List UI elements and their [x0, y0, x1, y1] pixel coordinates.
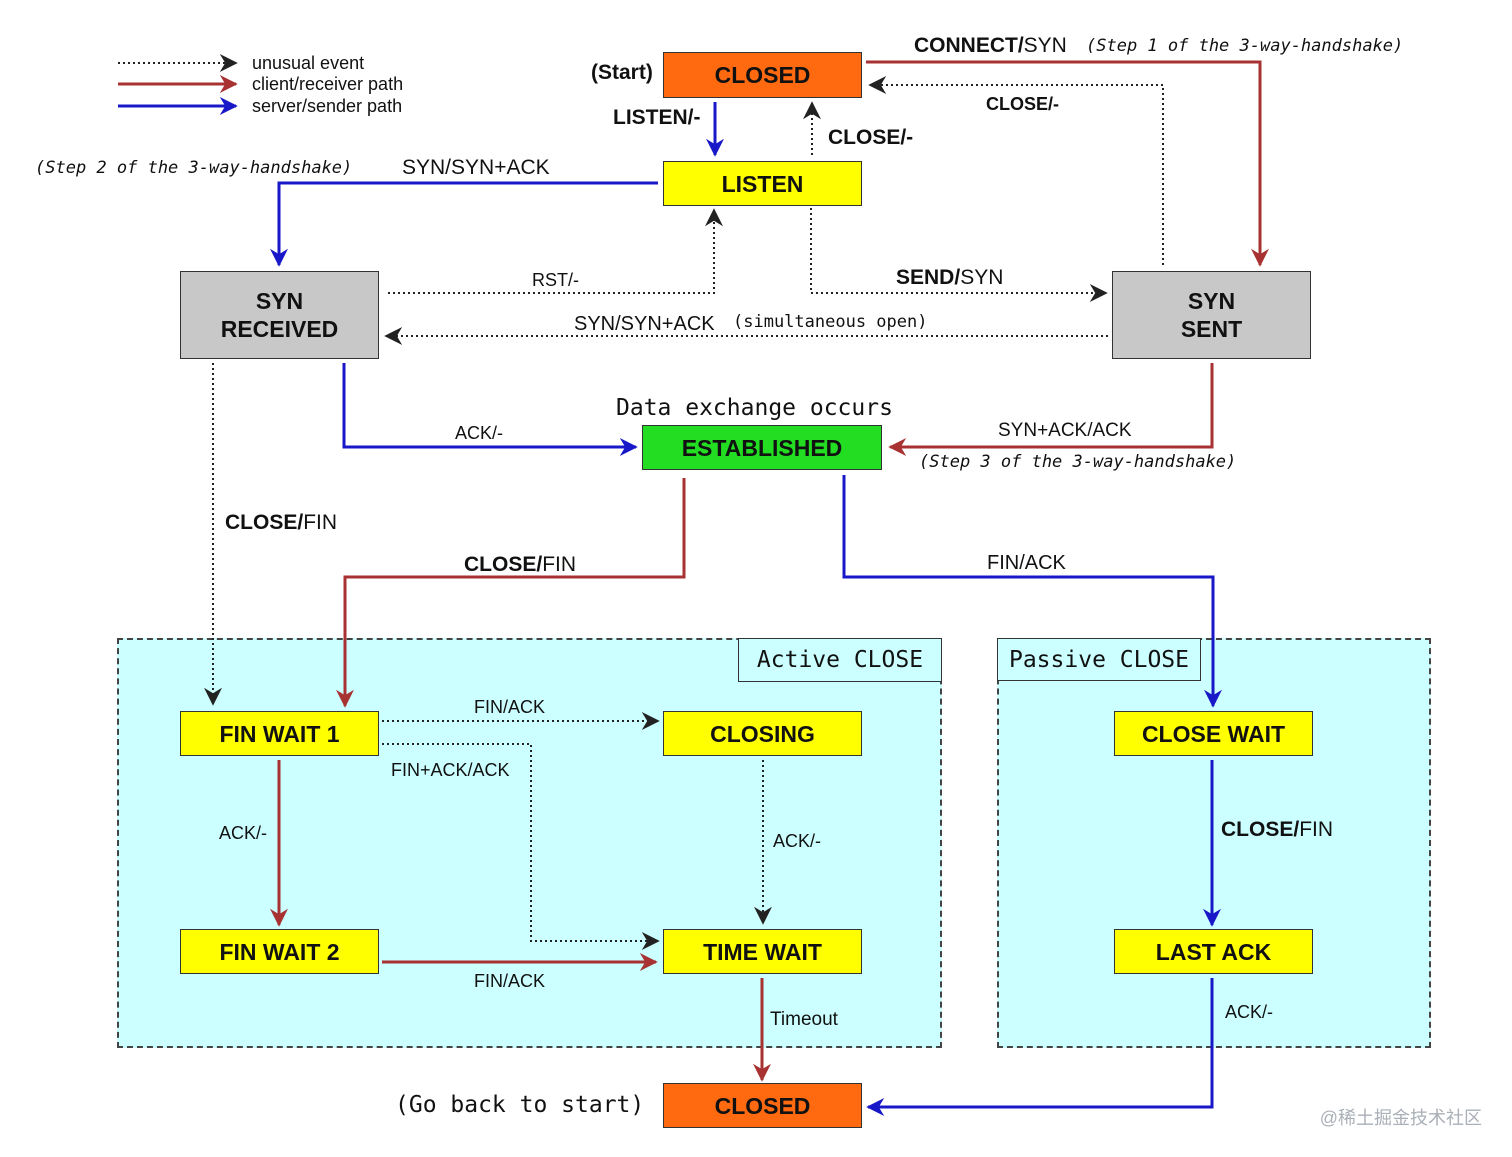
ack-closing-label: ACK/-: [773, 831, 822, 851]
state-closed-bottom: CLOSED: [663, 1083, 862, 1128]
fin-ack-fw2-label: FIN/ACK: [474, 971, 546, 991]
synrcvd-close-fin-bold: CLOSE/: [225, 511, 304, 534]
active-close-title: Active CLOSE: [738, 638, 942, 682]
state-fin-wait-1: FIN WAIT 1: [180, 711, 379, 756]
close-listen-label: CLOSE/-: [828, 126, 914, 149]
close-right-label: CLOSE/-: [986, 94, 1060, 114]
established-close-fin-bold: CLOSE/: [464, 553, 543, 576]
closewait-close-fin-bold: CLOSE/: [1221, 818, 1300, 841]
state-last-ack: LAST ACK: [1114, 929, 1313, 974]
legend-unusual-label: unusual event: [252, 53, 365, 73]
synrcvd-close-fin-label: CLOSE/FIN: [225, 512, 337, 534]
listen-arrow-label: LISTEN/-: [613, 106, 701, 129]
go-back-note: (Go back to start): [395, 1092, 645, 1118]
send-syn-label-rest: SYN: [960, 266, 1004, 289]
send-syn-label-bold: SEND/: [896, 266, 961, 289]
closewait-close-fin-label: CLOSE/FIN: [1221, 819, 1333, 841]
rst-label: RST/-: [532, 270, 579, 290]
fin-ack-closing-label: FIN/ACK: [474, 697, 546, 717]
state-closing: CLOSING: [663, 711, 862, 756]
state-listen: LISTEN: [663, 161, 862, 206]
send-syn-label: SEND/SYN: [896, 267, 1003, 289]
arrow-fin-ack-passive: [842, 475, 1222, 708]
ack-established-label: ACK/-: [455, 423, 504, 443]
simultaneous-note: (simultaneous open): [733, 312, 928, 332]
start-label: (Start): [591, 61, 653, 84]
state-closed-top: CLOSED: [663, 52, 862, 98]
arrow-synack-ack: [888, 363, 1214, 456]
ack-lastack-label: ACK/-: [1225, 1002, 1274, 1022]
step1-note: (Step 1 of the 3-way-handshake): [1086, 36, 1404, 56]
connect-syn-label: CONNECT/SYN: [914, 35, 1067, 57]
simultaneous-label: SYN/SYN+ACK: [574, 313, 715, 335]
active-close-region: [117, 638, 942, 1048]
ack-fw1-label: ACK/-: [219, 823, 268, 843]
state-close-wait: CLOSE WAIT: [1114, 711, 1313, 756]
syn-synack-label: SYN/SYN+ACK: [402, 156, 550, 179]
watermark: @稀土掘金技术社区: [1319, 1108, 1482, 1128]
step3-note: (Step 3 of the 3-way-handshake): [919, 452, 1237, 472]
legend-client-label: client/receiver path: [252, 74, 404, 94]
state-syn-sent: SYN SENT: [1112, 271, 1311, 359]
arrow-connect-syn: [866, 60, 1269, 267]
arrow-lastack-closed: [866, 978, 1214, 1116]
arrow-established-close-fin: [336, 478, 686, 708]
data-exchange-note: Data exchange occurs: [616, 395, 893, 421]
established-close-fin-label: CLOSE/FIN: [464, 554, 576, 576]
state-syn-received: SYN RECEIVED: [180, 271, 379, 359]
state-time-wait: TIME WAIT: [663, 929, 862, 974]
arrow-syn-synack: [270, 181, 658, 267]
established-close-fin-rest: FIN: [542, 553, 577, 576]
state-established: ESTABLISHED: [642, 425, 882, 470]
passive-close-title: Passive CLOSE: [997, 638, 1201, 681]
arrow-ack-established: [342, 363, 638, 456]
synrcvd-close-fin-rest: FIN: [303, 511, 338, 534]
connect-syn-label-bold: CONNECT/: [914, 34, 1024, 57]
legend-server-label: server/sender path: [252, 96, 403, 116]
synack-ack-label: SYN+ACK/ACK: [998, 420, 1132, 441]
closewait-close-fin-rest: FIN: [1299, 818, 1334, 841]
fin-ack-passive-label: FIN/ACK: [987, 552, 1066, 574]
arrow-send-syn: [810, 208, 1108, 302]
timeout-label: Timeout: [770, 1009, 838, 1030]
arrow-synsent-close: [868, 76, 1164, 265]
step2-note: (Step 2 of the 3-way-handshake): [35, 158, 353, 178]
connect-syn-label-rest: SYN: [1023, 34, 1067, 57]
finack-ack-label: FIN+ACK/ACK: [391, 760, 510, 780]
arrow-rst: [388, 208, 723, 294]
state-fin-wait-2: FIN WAIT 2: [180, 929, 379, 974]
